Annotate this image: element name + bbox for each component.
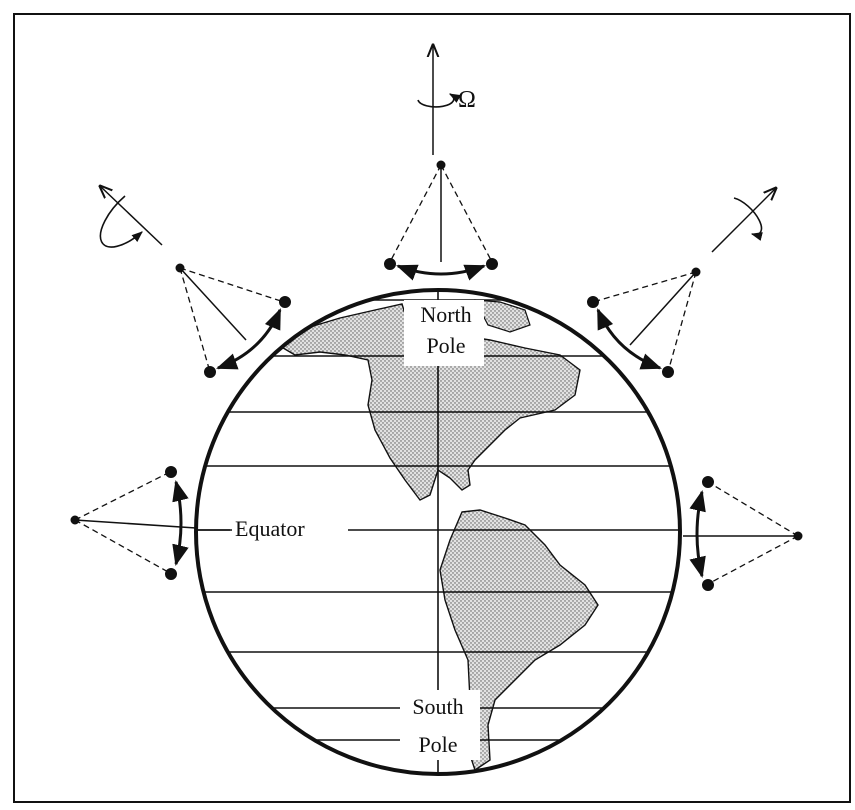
earth-rotation-axis: Ω (418, 45, 476, 155)
pendulum-upper-right (588, 268, 701, 378)
pendulum-north-pole (385, 161, 498, 274)
north-pole-label-line1: North (420, 302, 471, 327)
rotation-symbol: Ω (458, 87, 476, 113)
pendulum-equator-right (683, 477, 802, 591)
globe: North Pole Equator South Pole (180, 290, 700, 775)
local-axis-upper-left (100, 186, 162, 247)
south-pole-label-line1: South (412, 694, 463, 719)
rotation-arrow-icon (100, 196, 142, 247)
rotation-arrow-icon (418, 94, 454, 107)
equator-label: Equator (235, 516, 305, 541)
south-pole-label-line2: Pole (418, 732, 457, 757)
pendulum-equator-left (71, 467, 196, 580)
local-axis-upper-right (712, 188, 776, 252)
pendulum-upper-left (176, 264, 291, 378)
north-pole-label-line2: Pole (426, 333, 465, 358)
